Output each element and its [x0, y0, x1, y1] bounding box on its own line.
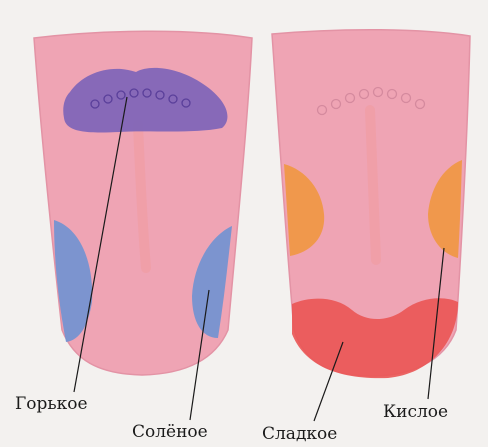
label-bitter: Горькое	[15, 396, 88, 413]
label-sweet: Сладкое	[262, 426, 337, 443]
label-sour: Кислое	[383, 404, 448, 421]
right-tongue	[272, 30, 470, 378]
label-salty: Солёное	[132, 424, 208, 441]
right-tongue-midline	[370, 110, 376, 260]
left-tongue	[34, 31, 252, 375]
